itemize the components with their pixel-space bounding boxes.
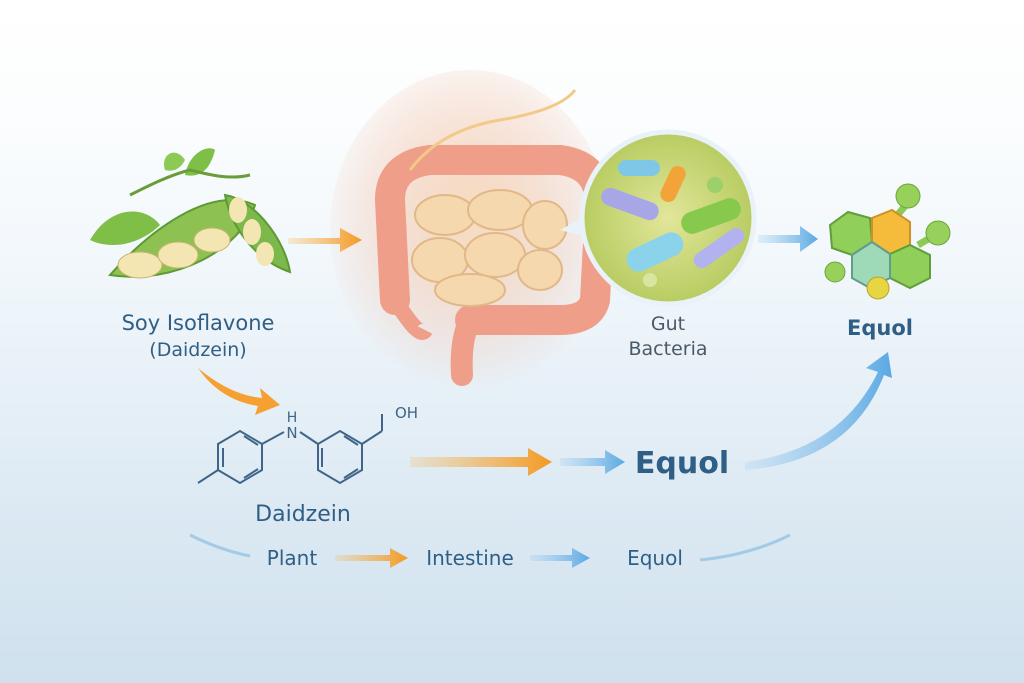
soy-isoflavone-title: Soy Isoflavone: [121, 311, 275, 335]
equol-top-label: Equol: [847, 316, 913, 340]
flow-step-intestine: Intestine: [426, 546, 514, 570]
arrow-mid-blue: [560, 450, 625, 474]
intestine-icon: [330, 70, 616, 390]
equol-middle-label: Equol: [634, 446, 730, 481]
structure-h-label: H: [287, 410, 298, 426]
soy-isoflavone-subtitle: (Daidzein): [149, 339, 247, 361]
flow-step-plant: Plant: [266, 546, 318, 570]
arrow-plant-intestine: [335, 548, 408, 568]
flow-step-equol: Equol: [627, 546, 683, 570]
flow-arc-right: [699, 533, 791, 562]
arrow-daidzein-to-equol: [410, 448, 552, 476]
arrow-curve-up: [745, 352, 892, 470]
flow-arc-left: [189, 533, 251, 558]
gut-bacteria-label-line2: Bacteria: [628, 338, 708, 360]
daidzein-structure-icon: [197, 414, 383, 485]
arrow-soy-to-daidzein: [198, 368, 280, 415]
gut-bacteria-label-line1: Gut: [650, 313, 686, 335]
arrow-bacteria-to-equol: [758, 226, 818, 252]
equol-molecule-icon: [824, 183, 951, 300]
arrow-intestine-equol: [530, 548, 590, 568]
daidzein-label: Daidzein: [255, 502, 351, 527]
soybean-pod-icon: [90, 148, 292, 279]
structure-oh-label: OH: [395, 404, 418, 422]
structure-n-label: N: [286, 424, 297, 442]
arrow-soy-to-gut: [288, 228, 362, 252]
gut-bacteria-icon: [560, 129, 757, 307]
